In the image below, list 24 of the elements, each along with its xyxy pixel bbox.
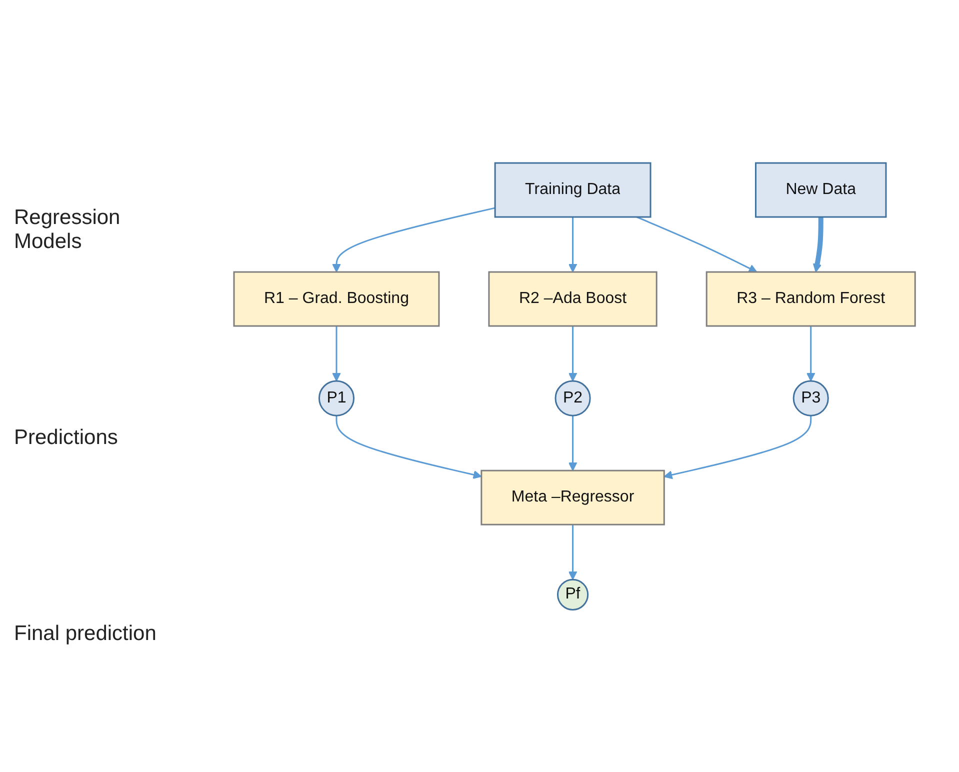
node-box: Training Data	[494, 162, 652, 218]
row-label: Final prediction	[14, 622, 158, 646]
node-circle: Pf	[556, 578, 589, 610]
node-box: Meta –Regressor	[480, 469, 665, 525]
arrow	[568, 216, 578, 272]
row-label: Predictions	[14, 426, 119, 450]
row-label: Regression Models	[14, 206, 122, 254]
arrow	[332, 206, 496, 272]
node-circle: P1	[318, 380, 354, 416]
node-box: New Data	[754, 162, 887, 218]
arrow	[568, 326, 578, 382]
node-box: R2 –Ada Boost	[488, 270, 658, 326]
arrow	[812, 216, 824, 272]
arrow	[568, 415, 578, 471]
arrow	[636, 216, 758, 272]
arrow	[806, 326, 816, 382]
node-circle: P3	[792, 380, 829, 416]
arrow	[664, 415, 812, 479]
node-circle: P2	[554, 380, 591, 416]
arrow	[568, 524, 578, 580]
node-box: R1 – Grad. Boosting	[233, 270, 440, 326]
arrow	[332, 326, 341, 382]
arrow	[336, 415, 482, 479]
node-box: R3 – Random Forest	[706, 270, 916, 326]
